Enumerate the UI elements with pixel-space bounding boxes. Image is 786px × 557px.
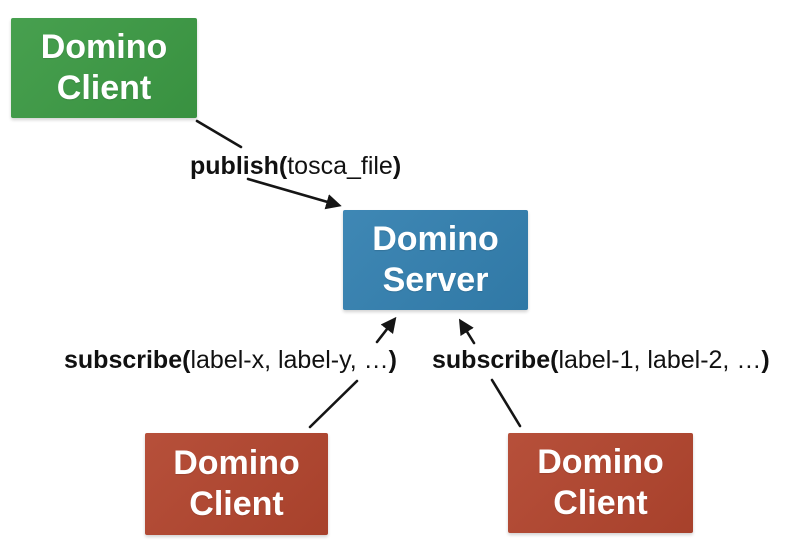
edge-label-subscribe-right: subscribe(label-1, label-2, …) — [432, 346, 770, 375]
edge-label-function-name: subscribe( — [64, 346, 191, 374]
edge-label-close-paren: ) — [388, 346, 397, 374]
node-label-line: Domino — [40, 27, 168, 66]
edge-label-function-name: subscribe( — [432, 346, 559, 374]
publish-arrow-segment-upper — [195, 119, 243, 149]
node-label-line: Domino — [173, 443, 300, 482]
edge-label-close-paren: ) — [392, 152, 402, 180]
subscribe-left-arrow-segment-lower — [308, 379, 359, 429]
node-label-line: Server — [382, 261, 489, 299]
edge-label-function-name: publish( — [190, 152, 288, 180]
subscribe-right-arrow-segment-lower — [490, 378, 522, 428]
edge-label-arguments: tosca_file — [287, 152, 393, 180]
edge-label-close-paren: ) — [761, 346, 770, 374]
node-domino-client-publisher: Domino Client — [11, 18, 197, 118]
node-domino-client-subscriber-left: Domino Client — [145, 433, 328, 535]
node-label-line: Domino — [537, 442, 664, 481]
node-label-line: Client — [56, 69, 152, 107]
publish-arrow-segment-head — [246, 177, 342, 210]
node-label-line: Domino — [372, 219, 499, 258]
node-label-line: Client — [189, 485, 284, 523]
node-domino-server: Domino Server — [343, 210, 528, 310]
node-domino-client-subscriber-right: Domino Client — [508, 433, 693, 533]
edge-label-arguments: label-1, label-2, … — [558, 346, 762, 374]
node-label-line: Client — [553, 484, 648, 522]
edge-label-arguments: label-x, label-y, … — [190, 346, 389, 374]
subscribe-right-arrow-segment-head — [458, 318, 476, 345]
edge-label-subscribe-left: subscribe(label-x, label-y, …) — [64, 346, 397, 375]
subscribe-left-arrow-segment-head — [375, 316, 397, 344]
edge-label-publish: publish(tosca_file) — [190, 152, 401, 181]
